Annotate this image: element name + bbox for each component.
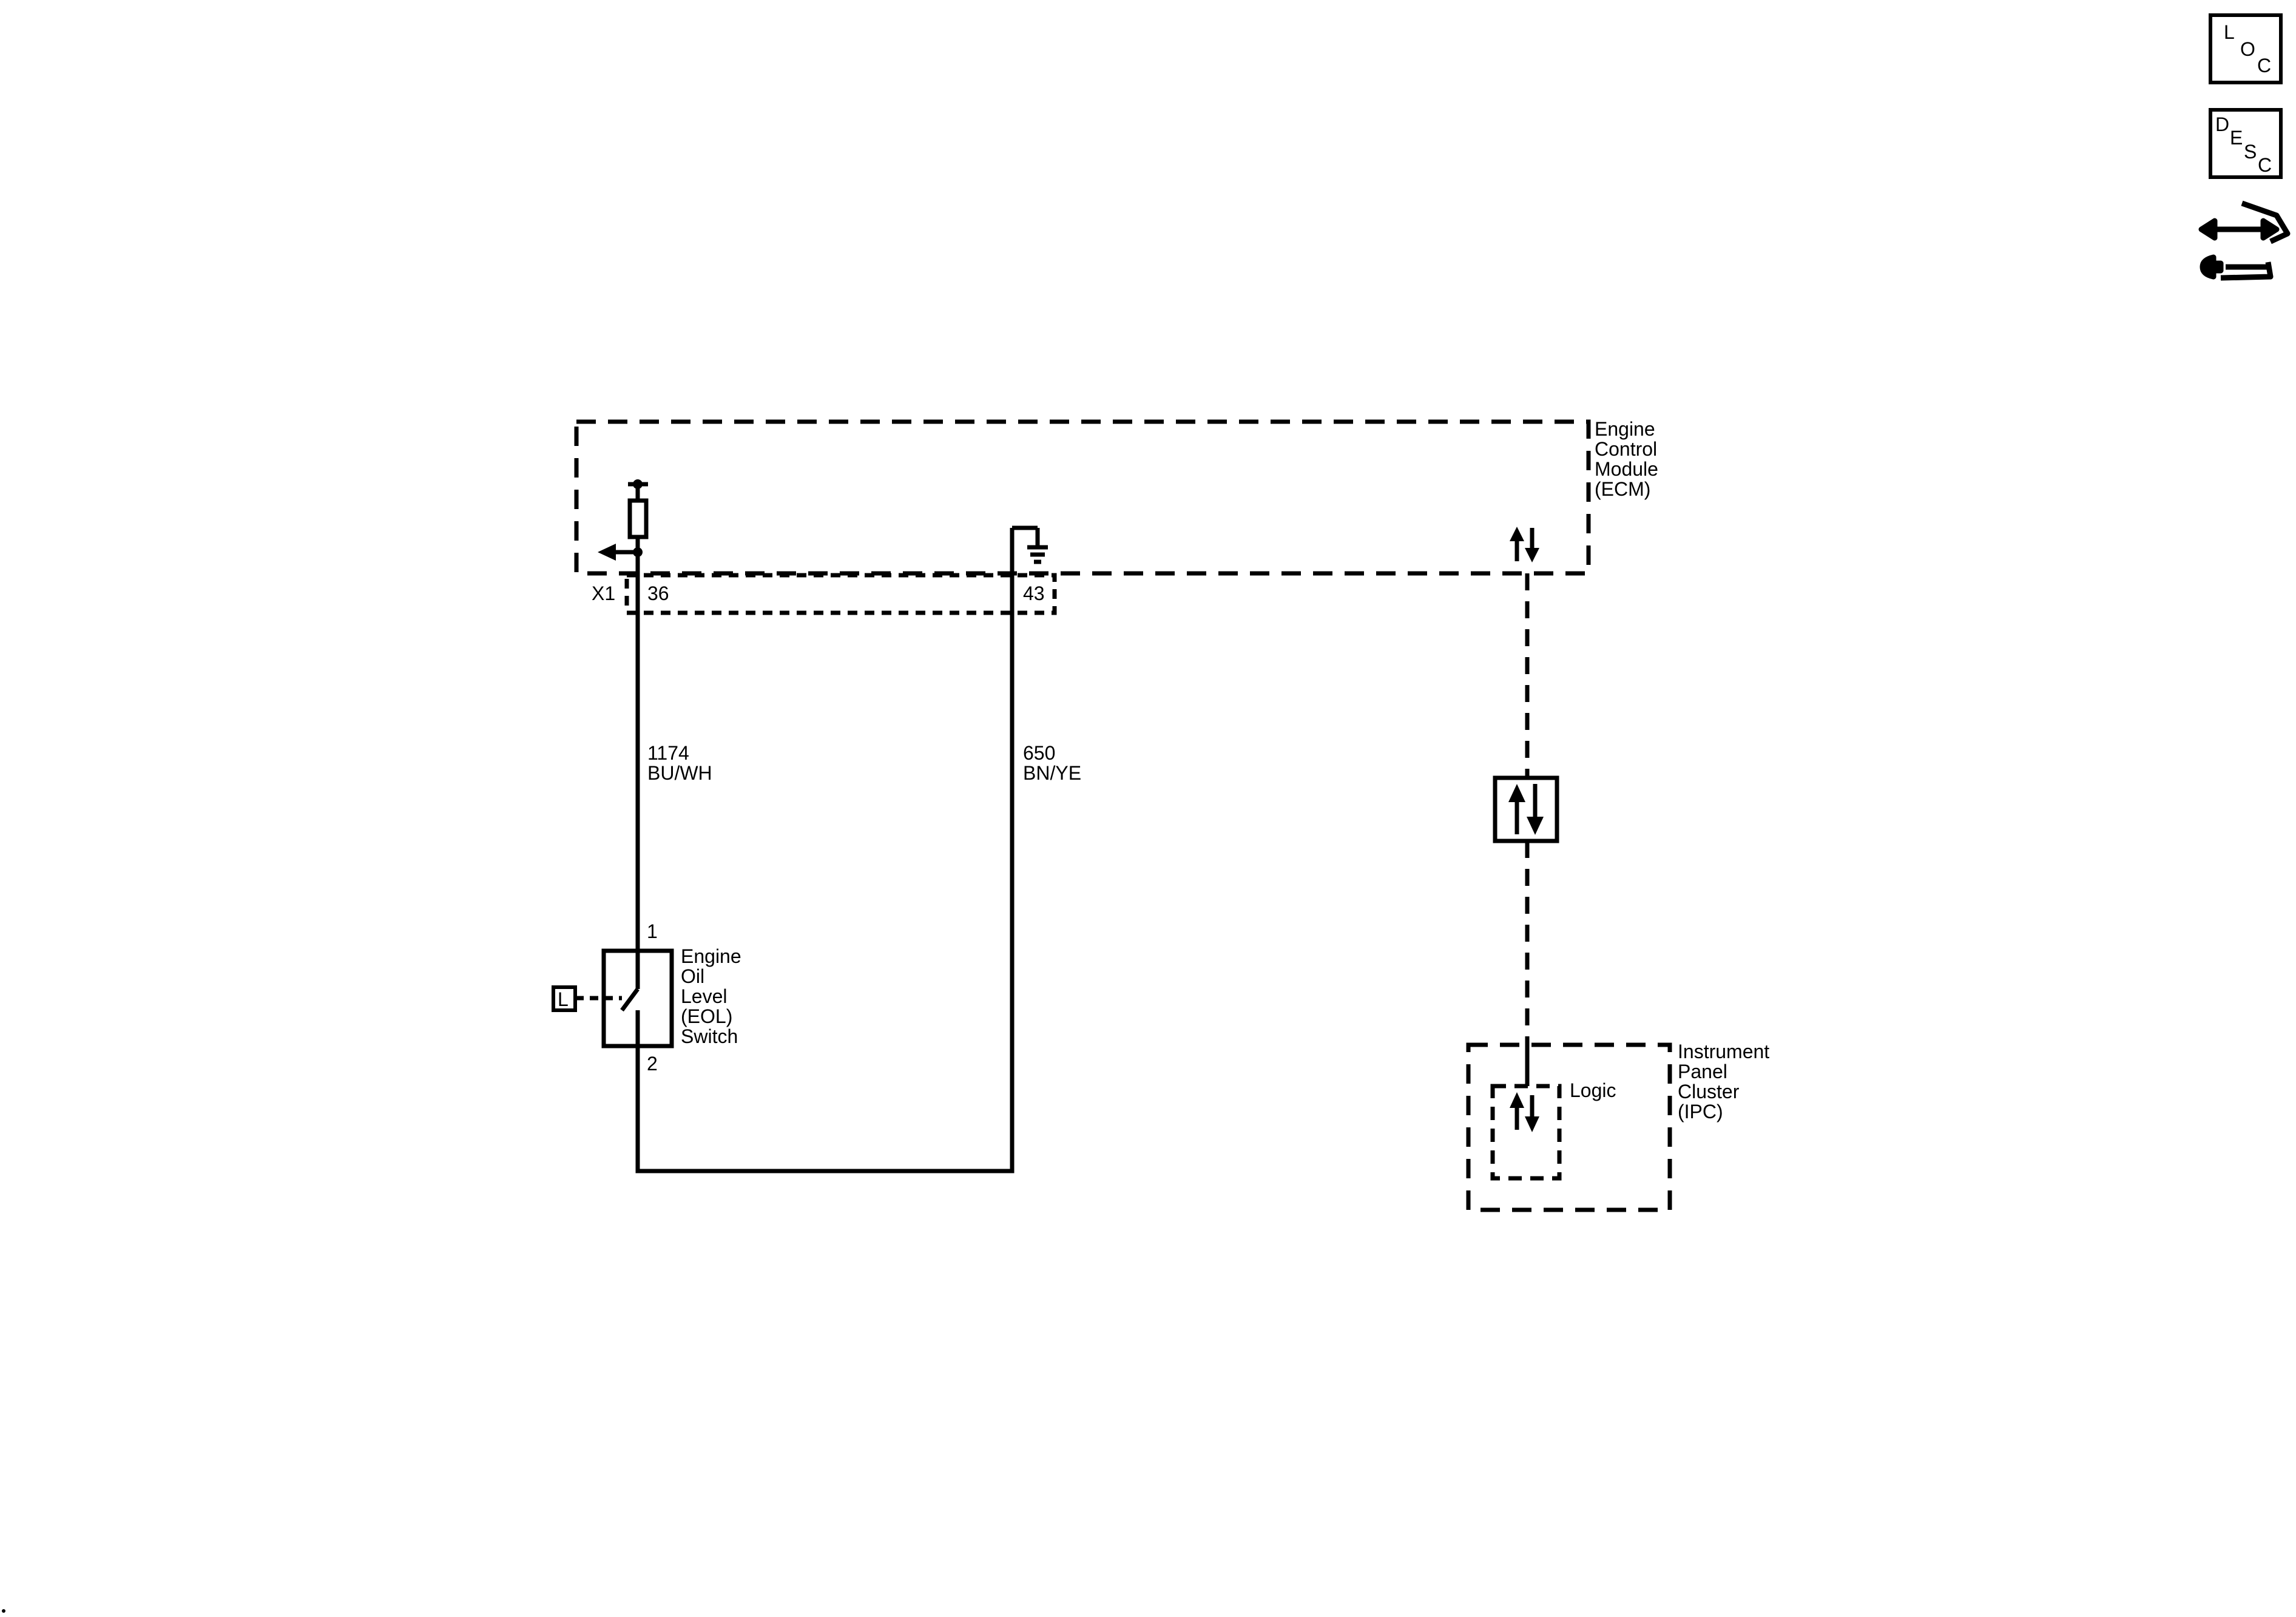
serial-data-box xyxy=(1493,775,1559,843)
desc-button[interactable]: D E S C xyxy=(2209,108,2283,179)
desc-letter-d: D xyxy=(2215,113,2229,135)
ground-wire-color: BN/YE xyxy=(1023,762,1081,784)
eol-label-line-3: Level xyxy=(681,985,728,1007)
return-wire xyxy=(635,528,1015,1173)
ipc-label-line-4: (IPC) xyxy=(1678,1101,1723,1122)
level-sensor-letter: L xyxy=(558,988,569,1010)
ipc-module-outline xyxy=(1466,1042,1672,1212)
serial-data-up-arrow-icon xyxy=(1508,784,1525,802)
eol-label-line-5: Switch xyxy=(681,1025,738,1047)
eol-switch-symbol xyxy=(601,948,674,1048)
ecm-label-line-1: Engine xyxy=(1595,418,1655,440)
desc-icon xyxy=(2209,108,2283,179)
loc-letter-l: L xyxy=(2224,21,2235,43)
x1-pin-36-label: 36 xyxy=(647,582,669,604)
loc-letter-c: C xyxy=(2257,55,2271,76)
ipc-label-line-2: Panel xyxy=(1678,1061,1727,1082)
ecm-label-line-3: Module xyxy=(1595,458,1658,480)
desc-letter-c: C xyxy=(2258,154,2272,176)
loc-button[interactable]: L O C xyxy=(2209,13,2283,84)
signal-input-arrow-icon xyxy=(598,544,638,561)
ecm-serial-data-icon xyxy=(1510,527,1539,562)
desc-letter-s: S xyxy=(2244,141,2257,163)
x1-connector-outline xyxy=(624,573,1057,615)
pullup-resistor-symbol xyxy=(627,482,649,552)
eol-switch-label: Engine Oil Level (EOL) Switch xyxy=(681,945,741,1047)
eol-label-line-2: Oil xyxy=(681,965,704,987)
ground-wire-circuit: 650 xyxy=(1023,742,1055,764)
ipc-label-line-3: Cluster xyxy=(1678,1081,1740,1102)
ipc-logic-label: Logic xyxy=(1570,1079,1616,1101)
ipc-label: Instrument Panel Cluster (IPC) xyxy=(1678,1041,1769,1122)
loc-icon xyxy=(2209,13,2283,84)
ipc-logic-outline xyxy=(1490,1084,1562,1181)
ipc-logic-serial-icon xyxy=(1510,1092,1539,1132)
ecm-label-line-2: Control xyxy=(1595,438,1657,460)
desc-letter-e: E xyxy=(2230,127,2243,149)
eol-label-line-4: (EOL) xyxy=(681,1005,732,1027)
ecm-label: Engine Control Module (ECM) xyxy=(1595,418,1658,500)
signal-wire-circuit: 1174 xyxy=(647,742,689,764)
ground-symbol xyxy=(1012,525,1048,564)
ecm-label-line-4: (ECM) xyxy=(1595,478,1650,500)
eol-pin-2-label: 2 xyxy=(647,1053,658,1075)
ecm-module-outline xyxy=(574,419,1591,576)
corner-dot xyxy=(2,1609,5,1613)
x1-pin-43-label: 43 xyxy=(1023,582,1045,604)
signal-junction-dot xyxy=(633,479,643,489)
x1-connector-label: X1 xyxy=(592,582,615,604)
ipc-label-line-1: Instrument xyxy=(1678,1041,1769,1062)
loc-letter-o: O xyxy=(2240,38,2255,60)
connector-repair-icon xyxy=(2198,200,2291,281)
serial-data-down-arrow-icon xyxy=(1527,817,1544,835)
level-sensor-box xyxy=(552,985,577,1012)
connector-repair-button[interactable] xyxy=(2198,200,2291,281)
eol-pin-1-label: 1 xyxy=(647,920,658,942)
level-sensor-locator[interactable]: L xyxy=(552,985,577,1012)
eol-label-line-1: Engine xyxy=(681,945,741,967)
signal-wire-color: BU/WH xyxy=(647,762,712,784)
